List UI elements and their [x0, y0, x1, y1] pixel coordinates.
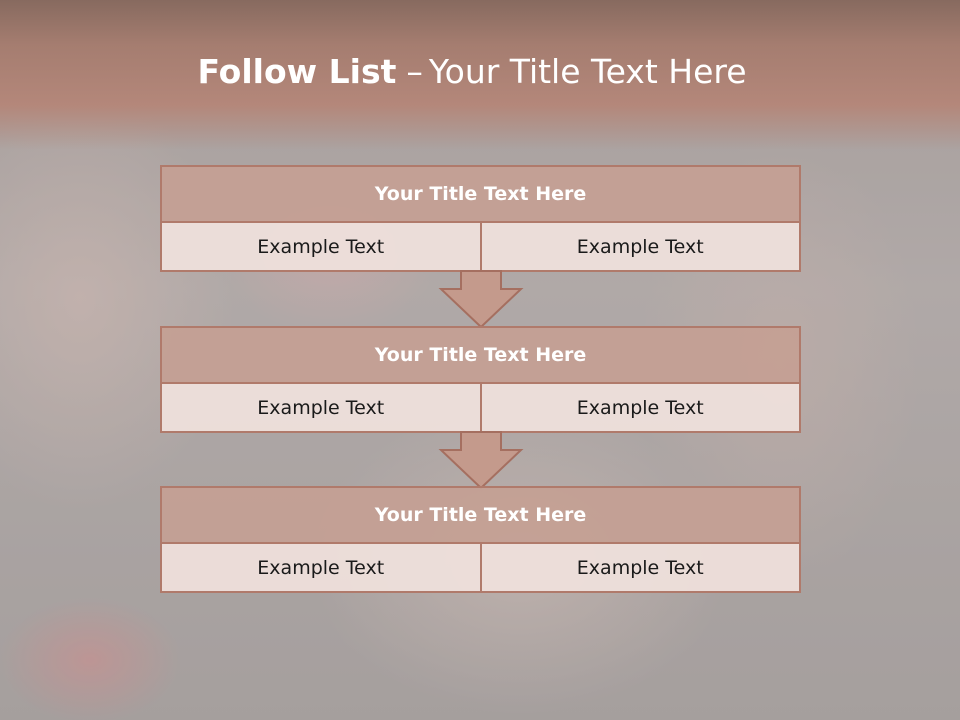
title-rest: Your Title Text Here [428, 52, 747, 91]
block-title: Your Title Text Here [160, 486, 801, 544]
block-title: Your Title Text Here [160, 326, 801, 384]
list-block-3: Your Title Text Here Example Text Exampl… [160, 486, 801, 593]
slide-title: Follow List–Your Title Text Here [0, 52, 944, 91]
block-title: Your Title Text Here [160, 165, 801, 223]
block-cell-left: Example Text [257, 556, 385, 579]
block-row: Example Text Example Text [160, 384, 801, 433]
block-cell-right: Example Text [479, 544, 800, 591]
block-cell-right: Example Text [479, 384, 800, 431]
title-banner [0, 0, 960, 150]
list-block-1: Your Title Text Here Example Text Exampl… [160, 165, 801, 272]
down-arrow-icon [438, 270, 524, 329]
down-arrow-icon [438, 431, 524, 490]
title-bold: Follow List [197, 52, 397, 91]
block-cell-left: Example Text [257, 396, 385, 419]
block-cell-left: Example Text [257, 235, 385, 258]
block-cell-right: Example Text [479, 223, 800, 270]
block-row: Example Text Example Text [160, 223, 801, 272]
title-dash: – [406, 52, 423, 91]
list-block-2: Your Title Text Here Example Text Exampl… [160, 326, 801, 433]
block-row: Example Text Example Text [160, 544, 801, 593]
